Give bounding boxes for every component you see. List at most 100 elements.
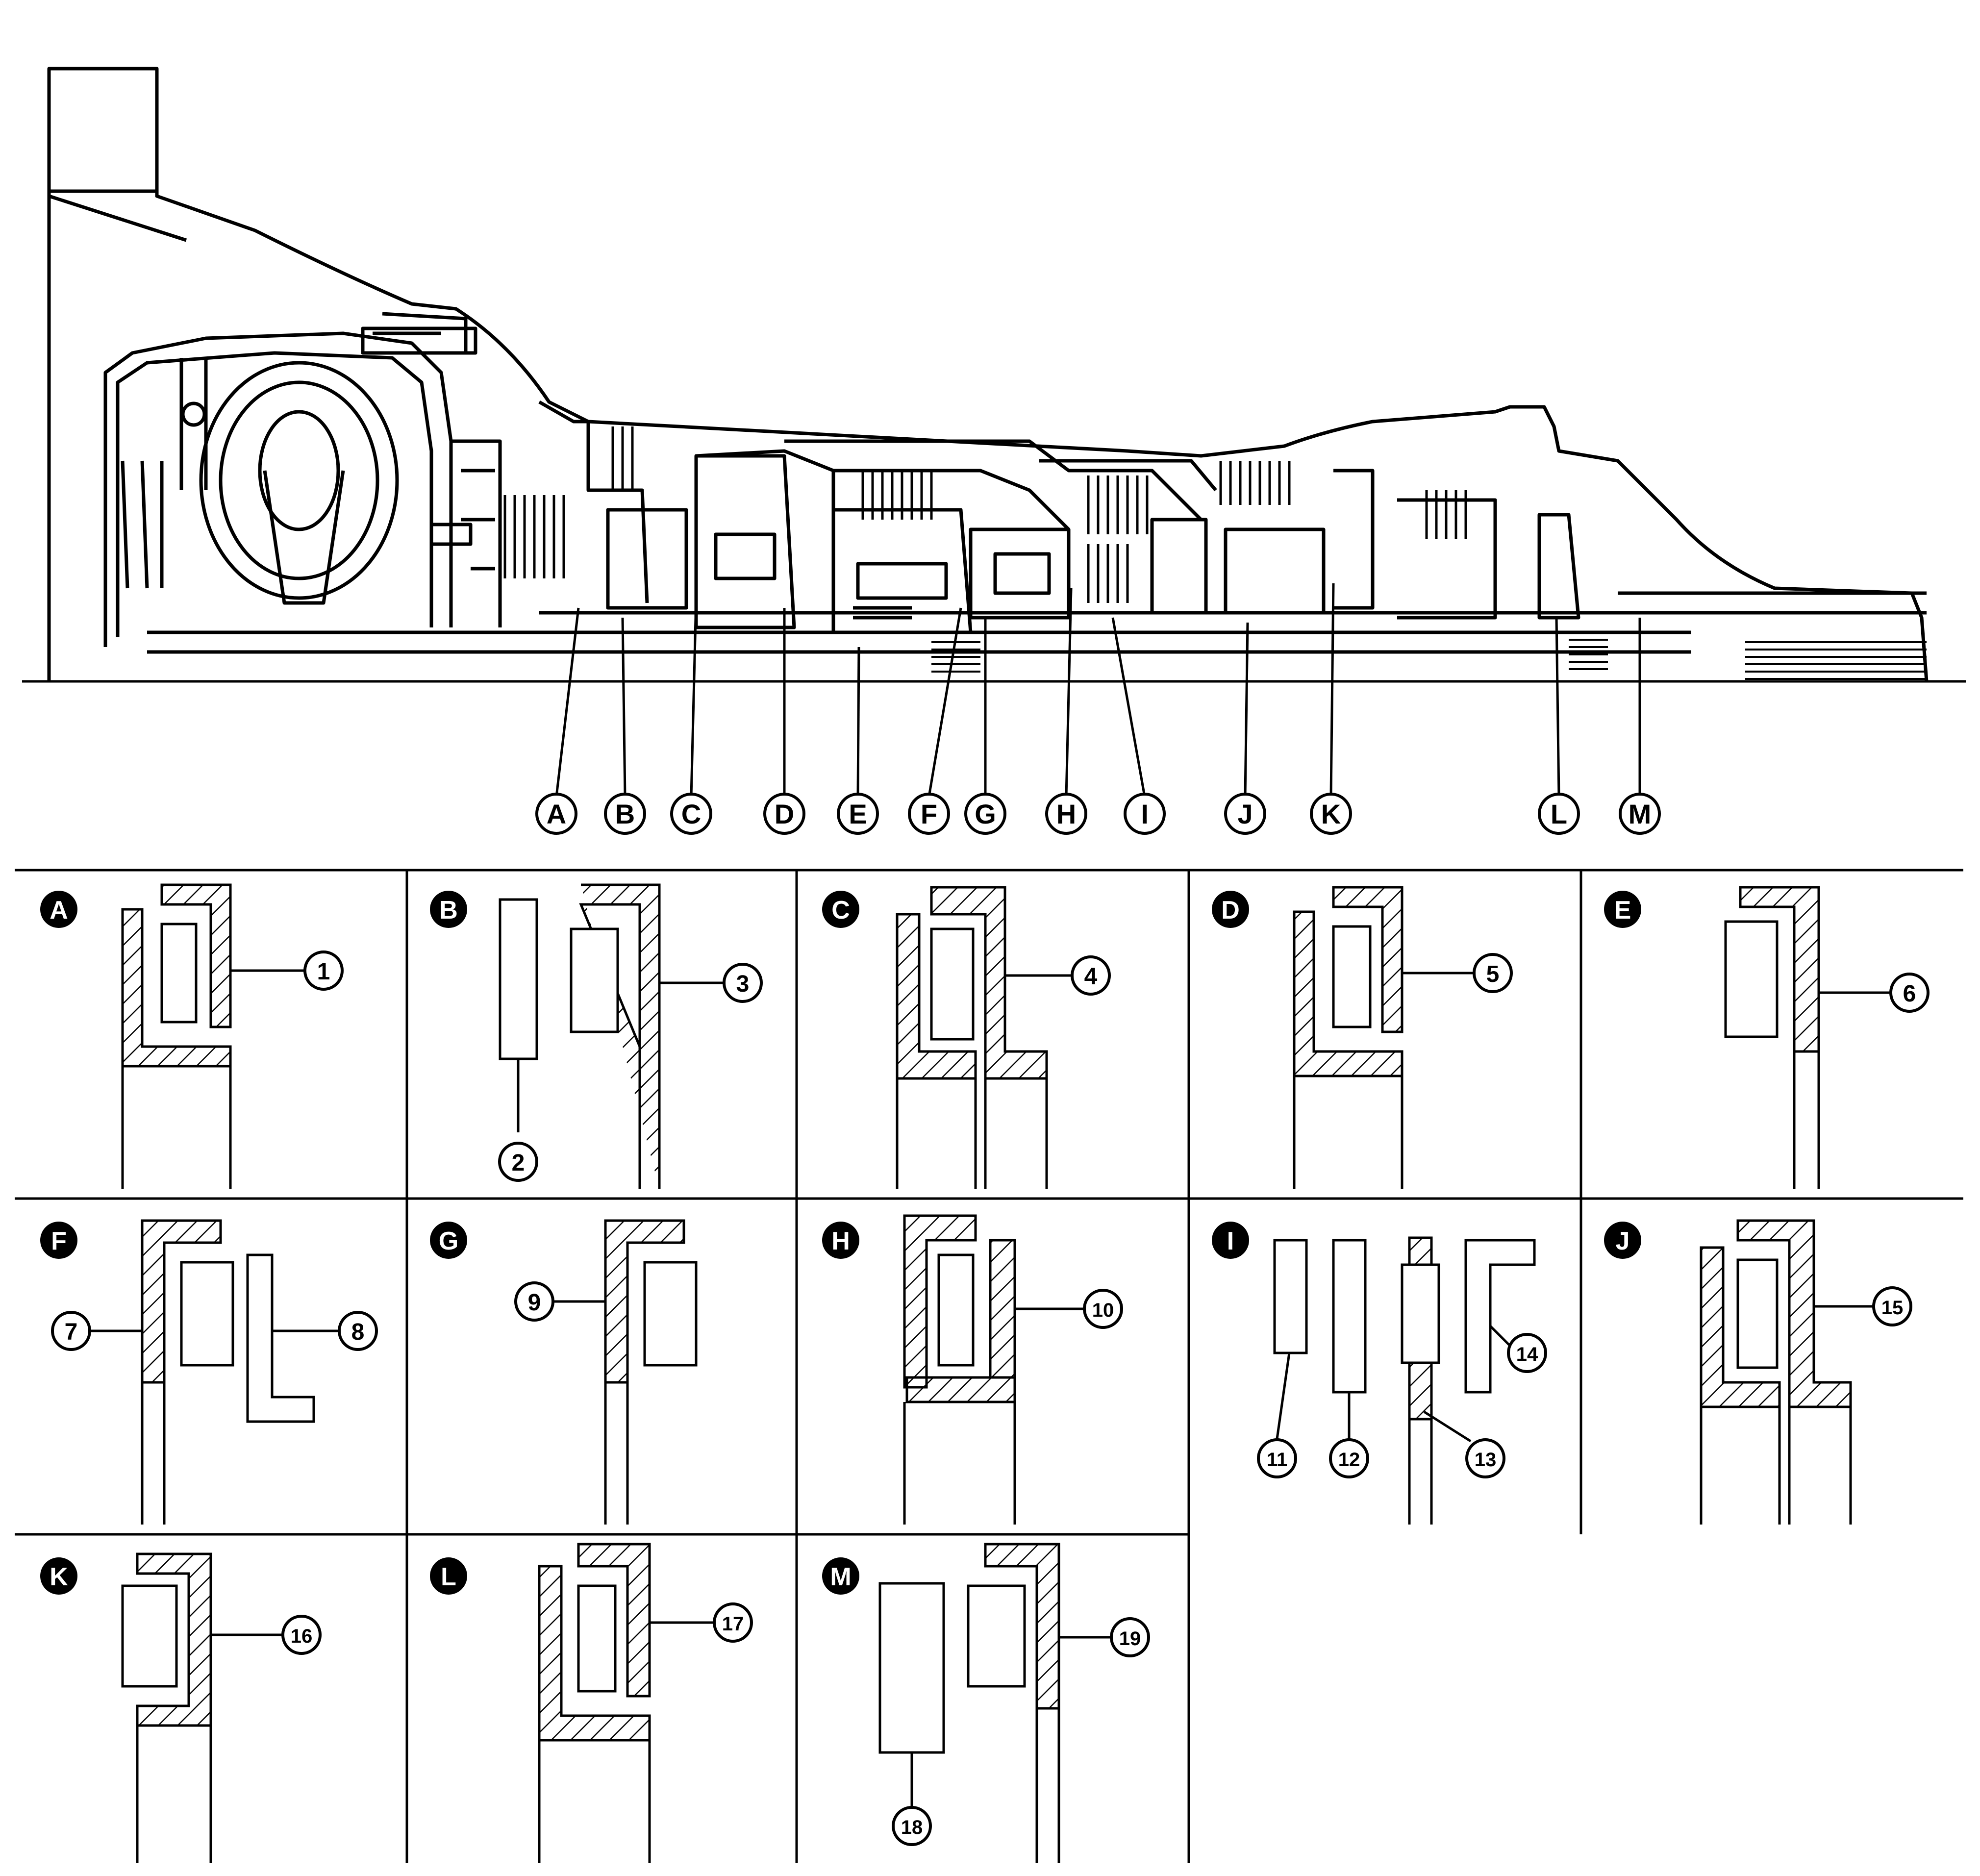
part-number-10: 10	[1083, 1289, 1123, 1329]
panel-letter-e: E	[1604, 891, 1641, 928]
detail-panel-h: H 10	[822, 1214, 1123, 1525]
svg-text:19: 19	[1119, 1628, 1141, 1650]
callout-g: G	[964, 793, 1006, 835]
detail-panel-k: K 16	[40, 1552, 322, 1863]
callout-h: H	[1045, 793, 1087, 835]
callout-f: F	[908, 793, 950, 835]
detail-panel-c: C 4	[822, 886, 1111, 1189]
svg-text:6: 6	[1903, 981, 1916, 1007]
svg-text:4: 4	[1084, 964, 1098, 990]
svg-text:17: 17	[722, 1613, 744, 1635]
part-number-11: 11	[1257, 1438, 1297, 1478]
svg-text:12: 12	[1338, 1449, 1360, 1471]
svg-text:14: 14	[1516, 1344, 1538, 1365]
callout-b: B	[604, 793, 646, 835]
panel-letter-d: D	[1212, 891, 1249, 928]
panel-letter-c: C	[822, 891, 859, 928]
detail-panel-f: F 7 8	[40, 1219, 378, 1525]
svg-text:1: 1	[317, 959, 330, 985]
svg-text:J: J	[1237, 799, 1253, 829]
part-number-12: 12	[1329, 1438, 1369, 1478]
callout-c: C	[670, 793, 712, 835]
part-number-18: 18	[892, 1806, 932, 1846]
svg-text:15: 15	[1881, 1297, 1904, 1319]
panel-letter-b: B	[430, 891, 467, 928]
svg-text:B: B	[615, 799, 635, 829]
svg-text:11: 11	[1267, 1449, 1287, 1471]
svg-text:D: D	[1221, 896, 1240, 925]
svg-text:M: M	[830, 1563, 851, 1591]
svg-text:2: 2	[512, 1150, 525, 1176]
svg-text:L: L	[441, 1563, 456, 1591]
svg-text:E: E	[1614, 896, 1631, 925]
part-number-16: 16	[281, 1615, 322, 1655]
callout-j: J	[1224, 793, 1266, 835]
callout-d: D	[763, 793, 805, 835]
svg-text:E: E	[849, 799, 867, 829]
part-number-7: 7	[51, 1311, 91, 1351]
detail-panel-g: G 9	[430, 1219, 698, 1525]
callout-l: L	[1538, 793, 1580, 835]
svg-text:7: 7	[65, 1319, 78, 1345]
callout-i: I	[1124, 793, 1166, 835]
svg-text:F: F	[921, 799, 937, 829]
detail-panel-i: I 11 12 13 14	[1212, 1222, 1547, 1525]
panel-letter-h: H	[822, 1222, 859, 1259]
part-number-9: 9	[514, 1281, 554, 1322]
panel-letter-a: A	[40, 891, 77, 928]
detail-panel-l: L 17	[430, 1543, 753, 1863]
panel-letter-i: I	[1212, 1222, 1249, 1259]
detail-panel-m: M 18 19	[822, 1543, 1150, 1863]
svg-text:K: K	[1321, 799, 1341, 829]
svg-text:I: I	[1227, 1227, 1234, 1255]
svg-text:C: C	[831, 896, 850, 925]
svg-text:3: 3	[736, 971, 750, 997]
svg-text:18: 18	[901, 1817, 923, 1838]
part-number-6: 6	[1889, 973, 1930, 1013]
callout-m: M	[1619, 793, 1661, 835]
panel-letter-f: F	[40, 1222, 77, 1259]
part-number-13: 13	[1465, 1438, 1505, 1478]
svg-text:16: 16	[291, 1626, 313, 1647]
part-number-2: 2	[498, 1142, 538, 1182]
part-number-1: 1	[303, 951, 344, 991]
svg-text:L: L	[1551, 799, 1567, 829]
svg-text:9: 9	[528, 1290, 541, 1316]
part-number-17: 17	[713, 1602, 753, 1643]
svg-text:13: 13	[1475, 1449, 1497, 1471]
svg-text:B: B	[439, 896, 458, 925]
svg-text:H: H	[831, 1227, 850, 1255]
transmission-cross-section	[22, 67, 1966, 683]
part-number-15: 15	[1872, 1286, 1912, 1326]
svg-text:I: I	[1141, 799, 1149, 829]
svg-text:J: J	[1616, 1227, 1630, 1255]
detail-panel-d: D 5	[1212, 886, 1513, 1189]
panel-letter-l: L	[430, 1557, 467, 1595]
detail-panel-e: E 6	[1604, 886, 1930, 1189]
part-number-5: 5	[1473, 953, 1513, 993]
svg-text:M: M	[1629, 799, 1652, 829]
svg-text:C: C	[681, 799, 701, 829]
svg-text:A: A	[50, 896, 68, 925]
callout-e: E	[837, 793, 879, 835]
svg-text:8: 8	[351, 1319, 365, 1345]
svg-text:A: A	[547, 799, 566, 829]
svg-text:K: K	[50, 1563, 68, 1591]
detail-grid	[15, 869, 1963, 1863]
part-number-4: 4	[1071, 955, 1111, 996]
panel-letter-m: M	[822, 1557, 859, 1595]
callout-leaders	[555, 583, 1641, 797]
panel-letter-j: J	[1604, 1222, 1641, 1259]
callout-a: A	[535, 793, 577, 835]
svg-text:5: 5	[1486, 961, 1500, 987]
svg-text:F: F	[51, 1227, 67, 1255]
callout-k: K	[1310, 793, 1352, 835]
part-number-8: 8	[338, 1311, 378, 1351]
svg-text:H: H	[1056, 799, 1076, 829]
svg-text:10: 10	[1092, 1300, 1114, 1321]
svg-text:G: G	[975, 799, 996, 829]
part-number-3: 3	[723, 963, 763, 1003]
panel-letter-k: K	[40, 1557, 77, 1595]
part-number-19: 19	[1110, 1617, 1150, 1657]
